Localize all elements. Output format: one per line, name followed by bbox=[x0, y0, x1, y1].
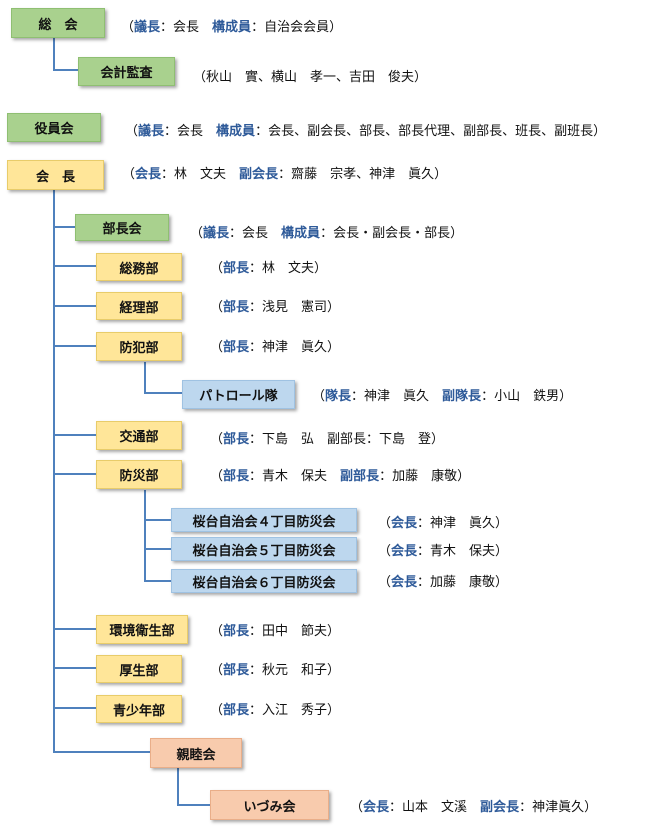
node-bohan: 防犯部 bbox=[96, 332, 182, 361]
note-seishonen: （部長：入江 秀子） bbox=[210, 703, 341, 718]
node-kosei: 厚生部 bbox=[96, 655, 182, 683]
node-yakuin: 役員会 bbox=[7, 113, 101, 142]
node-patrol: パトロール隊 bbox=[182, 380, 295, 409]
note-kaicho: （会長：林 文夫 副会長：齋藤 宗孝、神津 眞久） bbox=[122, 167, 448, 182]
note-somu: （部長：林 文夫） bbox=[210, 261, 328, 276]
node-bosai6: 桜台自治会６丁目防災会 bbox=[171, 569, 357, 593]
node-soukai: 総 会 bbox=[11, 8, 105, 38]
note-keiri: （部長：浅見 憲司） bbox=[210, 300, 341, 315]
node-seishonen: 青少年部 bbox=[96, 695, 182, 723]
note-soukai: （議長：会長 構成員：自治会会員） bbox=[121, 20, 343, 35]
note-bosai: （部長：青木 保夫 副部長：加藤 康敬） bbox=[210, 469, 471, 484]
line-izumi bbox=[177, 768, 210, 806]
node-shinboku: 親睦会 bbox=[150, 738, 242, 768]
node-kaicho: 会 長 bbox=[7, 160, 104, 190]
line-kaicho-trunk bbox=[53, 190, 150, 753]
line-soukai-kansa bbox=[53, 38, 78, 71]
note-bosai5: （会長：青木 保夫） bbox=[378, 544, 509, 559]
node-izumi: いづみ会 bbox=[210, 790, 329, 820]
note-kotsu: （部長：下島 弘 副部長：下島 登） bbox=[210, 432, 445, 447]
node-keiri: 経理部 bbox=[96, 292, 182, 320]
line-patrol bbox=[144, 362, 182, 394]
note-bosai6: （会長：加藤 康敬） bbox=[378, 575, 509, 590]
node-bosai4: 桜台自治会４丁目防災会 bbox=[171, 508, 357, 532]
note-patrol: （隊長：神津 眞久 副隊長：小山 鉄男） bbox=[312, 389, 573, 404]
node-bosai5: 桜台自治会５丁目防災会 bbox=[171, 537, 357, 561]
note-bohan: （部長：神津 眞久） bbox=[210, 340, 341, 355]
node-kankyo: 環境衛生部 bbox=[96, 615, 188, 644]
note-buchokai: （議長：会長 構成員：会長・副会長・部長） bbox=[190, 226, 464, 241]
line-bosai-trunk bbox=[144, 490, 171, 582]
note-kosei: （部長：秋元 和子） bbox=[210, 663, 341, 678]
node-somu: 総務部 bbox=[96, 253, 182, 281]
note-izumi: （会長：山本 文溪 副会長：神津眞久） bbox=[350, 800, 598, 815]
note-yakuin: （議長：会長 構成員：会長、副会長、部長、部長代理、副部長、班長、副班長） bbox=[125, 124, 607, 139]
note-kansa: （秋山 實、横山 孝一、吉田 俊夫） bbox=[193, 70, 428, 85]
node-bosai: 防災部 bbox=[96, 460, 182, 489]
node-kotsu: 交通部 bbox=[96, 421, 182, 450]
note-bosai4: （会長：神津 眞久） bbox=[378, 516, 509, 531]
note-kankyo: （部長：田中 節夫） bbox=[210, 624, 341, 639]
node-buchokai: 部長会 bbox=[75, 214, 169, 241]
node-kansa: 会計監査 bbox=[78, 57, 175, 86]
